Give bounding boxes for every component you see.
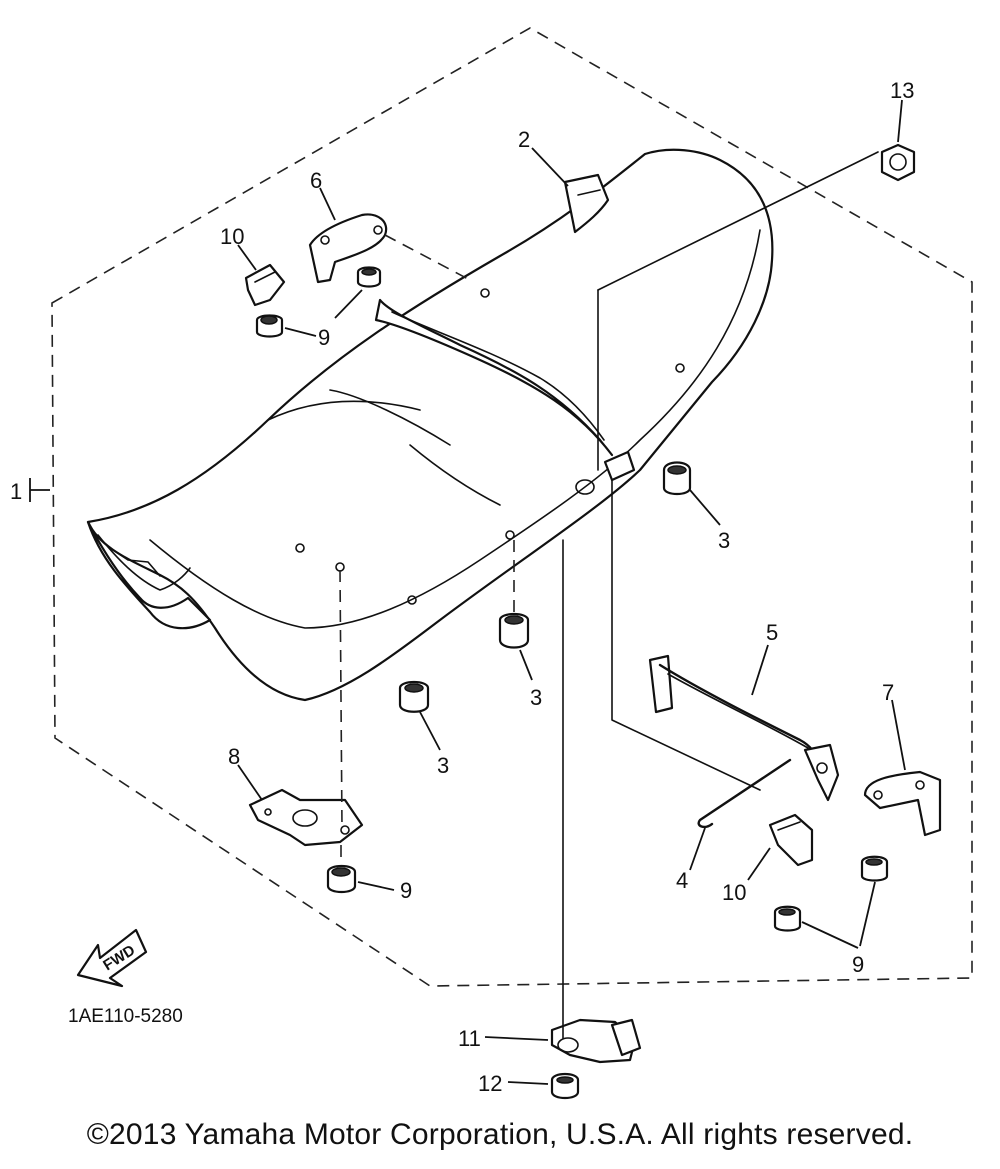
part-10-bracket-upper xyxy=(237,244,286,307)
callout-2: 2 xyxy=(518,127,530,152)
part-4-wire xyxy=(611,479,792,871)
callout-10a: 10 xyxy=(220,224,244,249)
callout-10b: 10 xyxy=(722,880,746,905)
callout-5: 5 xyxy=(766,620,778,645)
part-13-grommet xyxy=(597,99,916,291)
part-5-rod xyxy=(648,644,840,802)
part-9-nuts-upper xyxy=(255,266,382,338)
callout-6: 6 xyxy=(310,168,322,193)
callout-9c: 9 xyxy=(852,952,864,977)
seat xyxy=(86,148,774,702)
part-6-hinge-bracket xyxy=(308,187,471,284)
part-11-lock xyxy=(484,539,642,1064)
part-12-nut xyxy=(507,1072,580,1100)
callout-8: 8 xyxy=(228,744,240,769)
callout-3b: 3 xyxy=(530,685,542,710)
callout-1-bracket xyxy=(29,478,50,502)
callout-9a: 9 xyxy=(318,325,330,350)
part-7-bracket xyxy=(863,699,942,837)
diagram-code: 1AE110-5280 xyxy=(68,1006,183,1027)
assembly-boundary xyxy=(51,27,973,987)
part-8-plate xyxy=(237,569,364,847)
callout-1: 1 xyxy=(10,479,22,504)
part-9-nuts-lower-right xyxy=(773,855,889,949)
part-2-strap-tab xyxy=(531,147,610,234)
part-3-dampers xyxy=(398,461,721,751)
fwd-arrow-icon: FWD xyxy=(76,928,148,988)
part-9-nut-lower-left xyxy=(326,845,395,894)
copyright-notice: ©2013 Yamaha Motor Corporation, U.S.A. A… xyxy=(86,1118,914,1151)
callout-3c: 3 xyxy=(437,753,449,778)
callout-12: 12 xyxy=(478,1071,502,1096)
callout-13: 13 xyxy=(890,78,914,103)
part-10-bracket-lower xyxy=(747,813,814,881)
callout-3a: 3 xyxy=(718,528,730,553)
callout-4: 4 xyxy=(676,868,688,893)
callout-7: 7 xyxy=(882,680,894,705)
callout-9b: 9 xyxy=(400,878,412,903)
callout-11: 11 xyxy=(458,1026,481,1051)
